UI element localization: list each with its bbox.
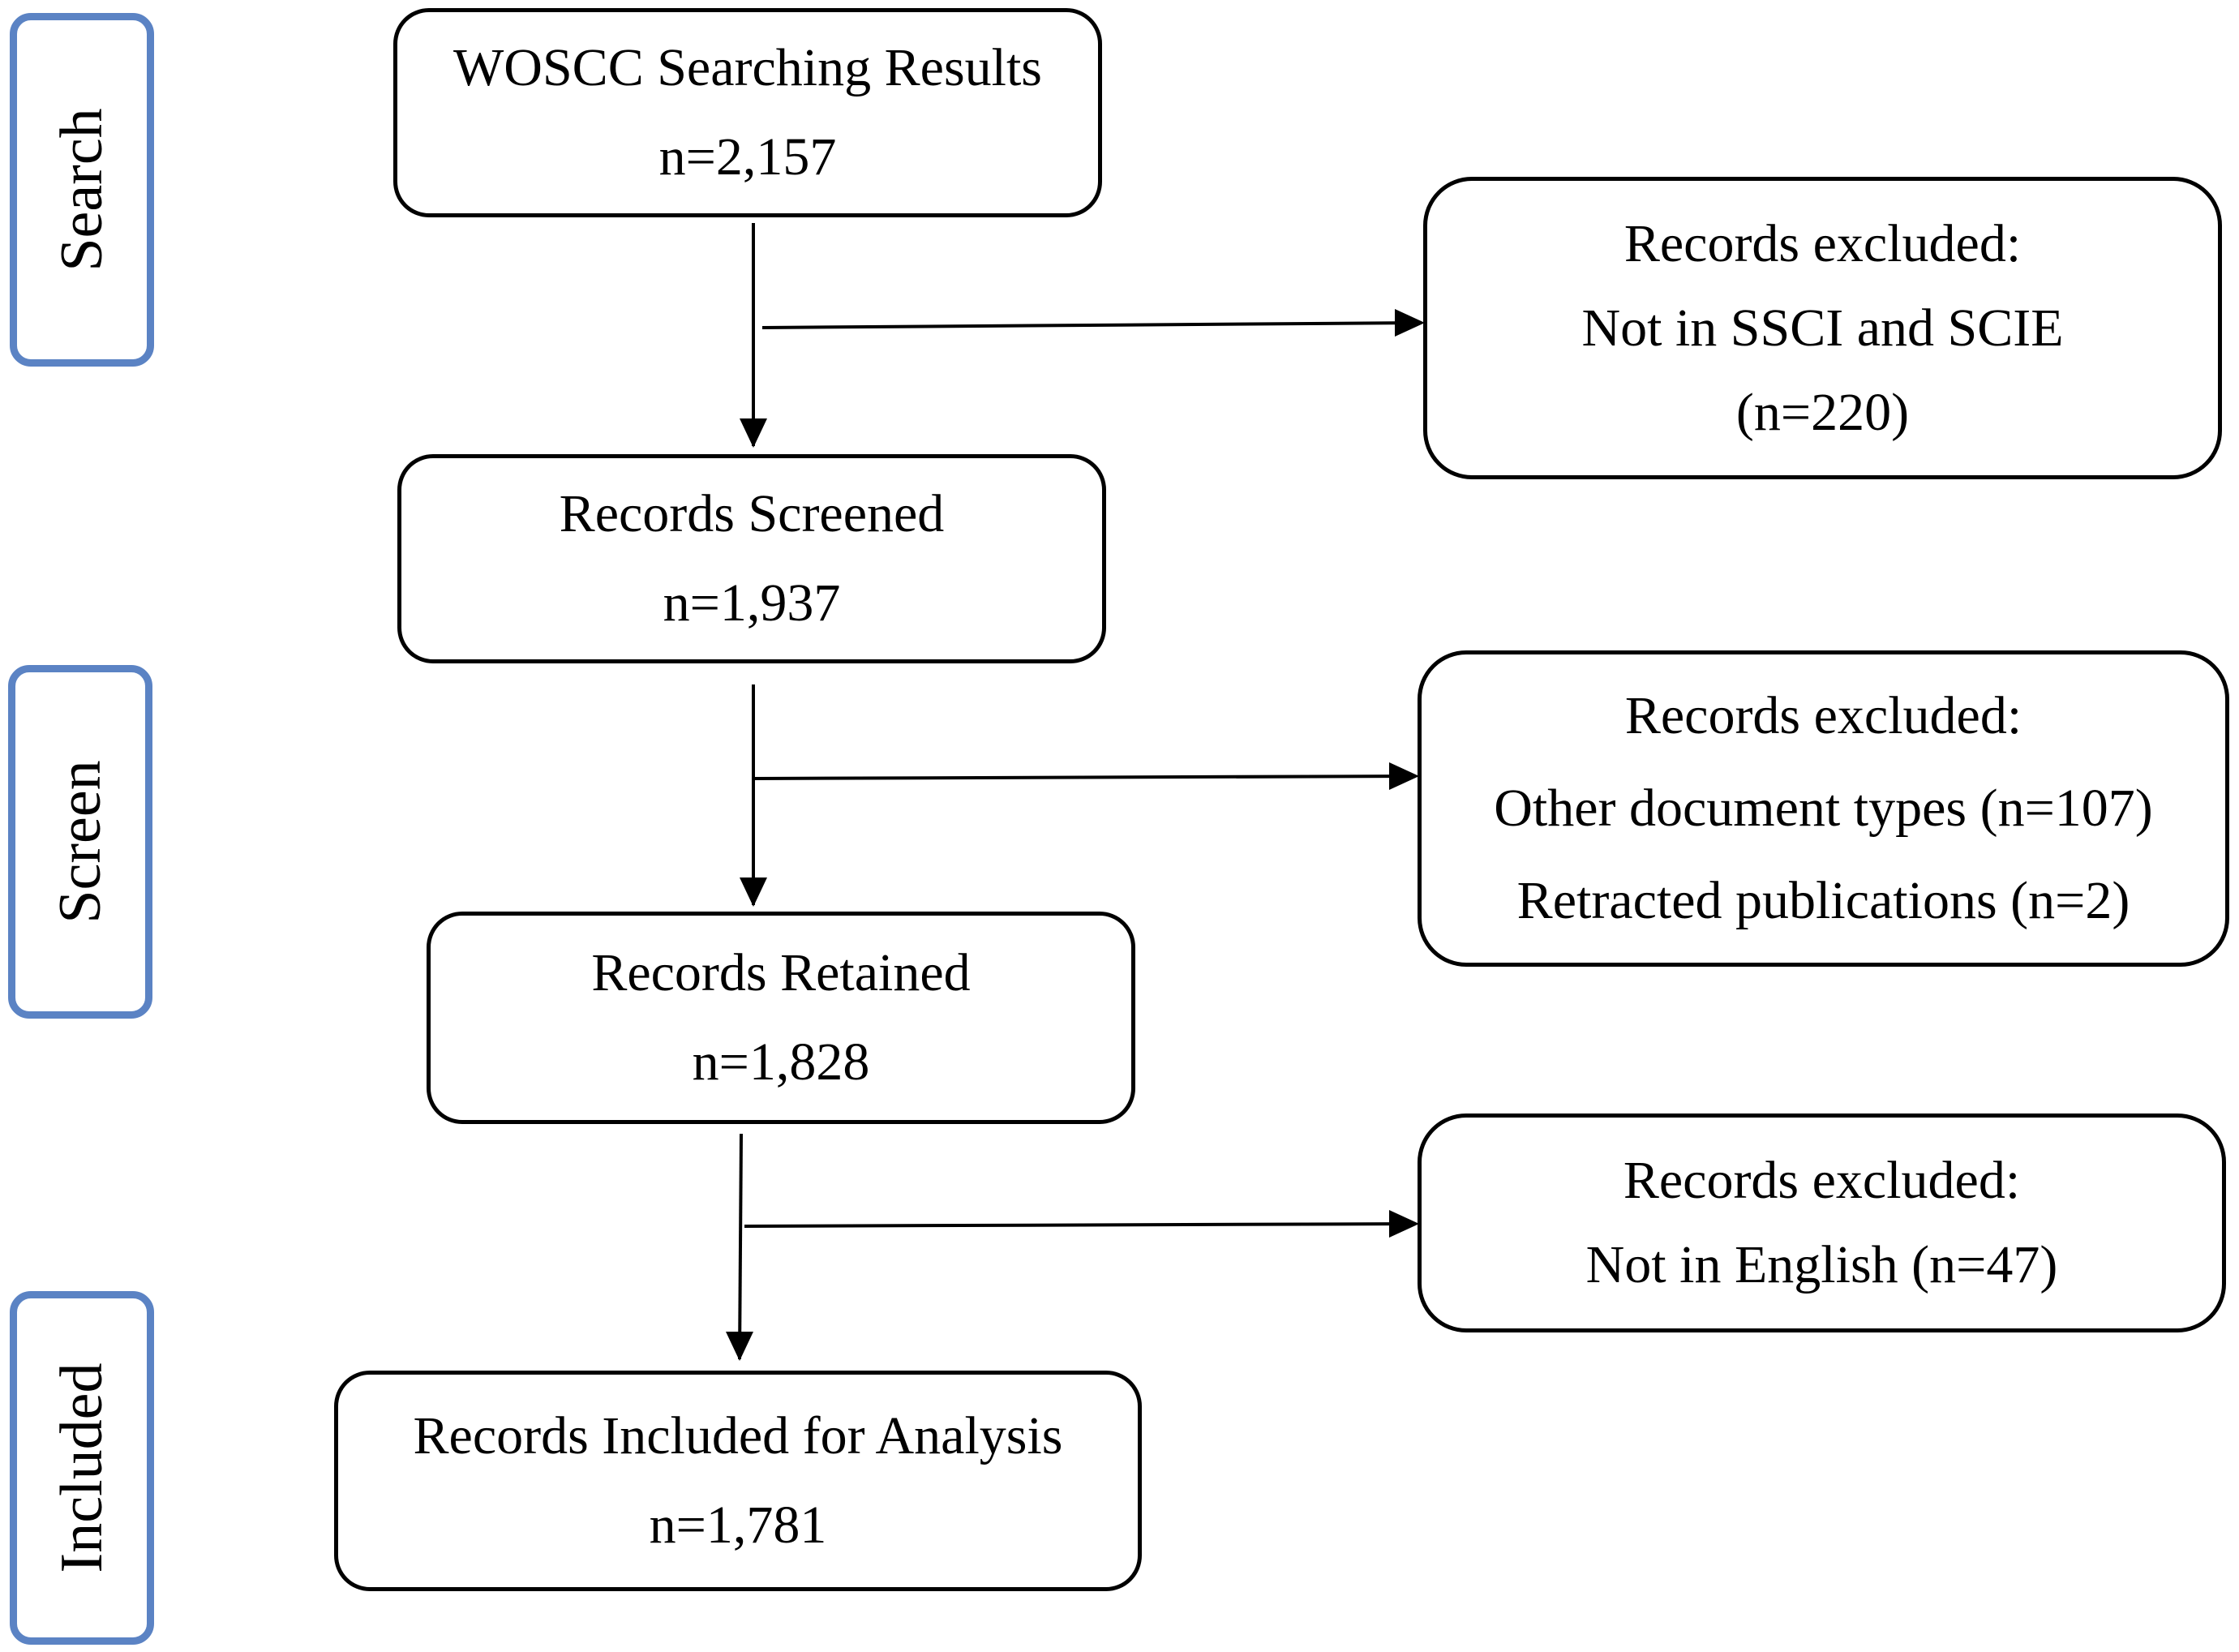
exclusion-1-reason: Not in SSCI and SCIE — [1581, 298, 2064, 358]
box-records-screened: Records Screened n=1,937 — [397, 454, 1106, 663]
box-records-retained: Records Retained n=1,828 — [427, 912, 1135, 1124]
box-woscc-results: WOSCC Searching Results n=2,157 — [393, 8, 1102, 217]
arrow-to-exclusion-2 — [753, 775, 1416, 780]
arrowhead-to-exclusion-1 — [1395, 309, 1425, 337]
stage-label-screen: Screen — [47, 760, 114, 924]
exclusion-1-heading: Records excluded: — [1623, 213, 2022, 273]
box-retained-title: Records Retained — [591, 943, 971, 1002]
arrowhead-screened-to-retained — [740, 877, 767, 907]
box-woscc-count: n=2,157 — [658, 127, 837, 187]
arrowhead-to-exclusion-3 — [1389, 1210, 1419, 1238]
arrowhead-woscc-to-screened — [740, 418, 767, 448]
box-screened-title: Records Screened — [559, 484, 945, 543]
stage-included: Included — [10, 1291, 154, 1645]
exclusion-3-heading: Records excluded: — [1623, 1151, 2021, 1210]
box-records-included: Records Included for Analysis n=1,781 — [334, 1371, 1142, 1591]
box-exclusion-1: Records excluded: Not in SSCI and SCIE (… — [1423, 177, 2222, 479]
arrowhead-to-exclusion-2 — [1389, 762, 1419, 790]
arrow-retained-to-included — [738, 1133, 743, 1360]
exclusion-2-reason-2: Retracted publications (n=2) — [1516, 871, 2130, 930]
box-exclusion-3: Records excluded: Not in English (n=47) — [1418, 1113, 2226, 1332]
stage-label-included: Included — [49, 1362, 115, 1573]
exclusion-2-heading: Records excluded: — [1624, 686, 2022, 745]
exclusion-2-reason-1: Other document types (n=107) — [1494, 779, 2153, 838]
box-woscc-title: WOSCC Searching Results — [453, 38, 1042, 97]
stage-search: Search — [10, 13, 154, 367]
arrow-to-exclusion-1 — [761, 321, 1420, 329]
exclusion-3-reason: Not in English (n=47) — [1585, 1235, 2058, 1294]
box-retained-count: n=1,828 — [692, 1032, 870, 1092]
stage-screen: Screen — [8, 665, 152, 1019]
box-included-title: Records Included for Analysis — [413, 1406, 1063, 1465]
arrow-to-exclusion-3 — [744, 1222, 1416, 1228]
box-exclusion-2: Records excluded: Other document types (… — [1418, 650, 2229, 967]
exclusion-1-count: (n=220) — [1735, 382, 1910, 442]
box-screened-count: n=1,937 — [663, 573, 841, 633]
box-included-count: n=1,781 — [649, 1495, 827, 1555]
stage-label-search: Search — [49, 108, 115, 272]
arrowhead-retained-to-included — [726, 1332, 753, 1361]
